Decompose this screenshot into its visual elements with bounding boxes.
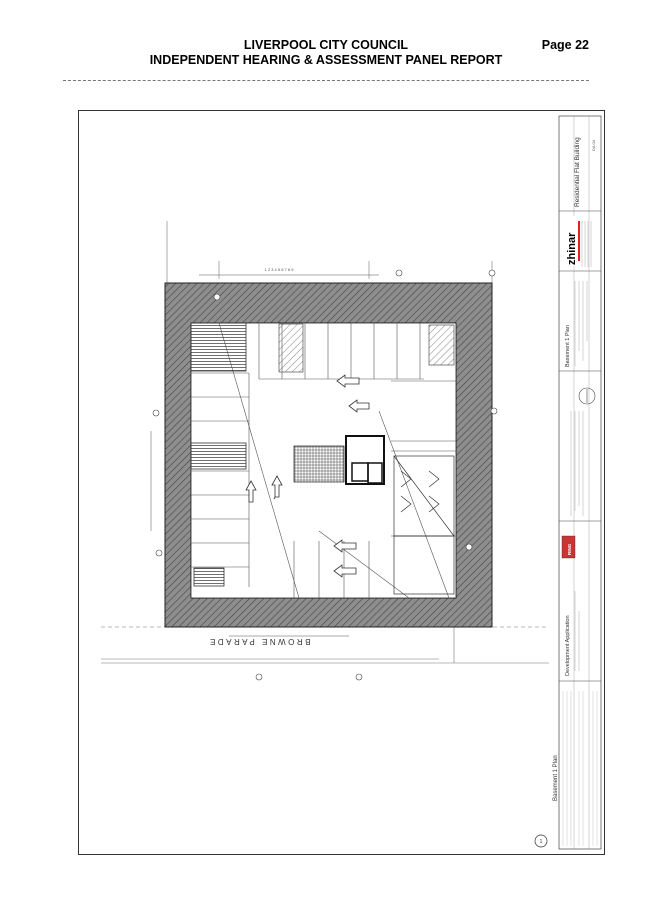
vehicle-ramp — [393, 455, 455, 595]
page-number: Page 22 — [541, 38, 589, 52]
drawing-number: DA 04 — [591, 139, 596, 151]
north-arrow: 1 — [534, 834, 548, 848]
firm-logo: zhinar — [563, 216, 580, 266]
firm-logo-text: zhinar — [566, 232, 578, 265]
stage-label: Development Application — [565, 615, 571, 676]
svg-text:1: 1 — [540, 839, 543, 845]
title-block: Residential Flat Building DA 04 zhinar B… — [558, 115, 602, 850]
report-header: LIVERPOOL CITY COUNCIL INDEPENDENT HEARI… — [0, 38, 652, 78]
architectural-drawing-sheet: 1 2 3 4 5 6 7 8 9 — [78, 110, 605, 855]
dimension-text-top: 1 2 3 4 5 6 7 8 9 — [265, 267, 295, 272]
basement-plan-drawing: 1 2 3 4 5 6 7 8 9 — [101, 115, 602, 850]
report-title: INDEPENDENT HEARING & ASSESSMENT PANEL R… — [149, 53, 503, 67]
project-name: Residential Flat Building — [574, 137, 581, 207]
header-divider — [63, 80, 589, 81]
street-name-label: BROWNE PARADE — [207, 637, 310, 646]
ring-badge-label: RING — [567, 543, 572, 555]
council-name: LIVERPOOL CITY COUNCIL — [243, 38, 409, 52]
grid-markers — [152, 269, 498, 681]
ring-badge: RING — [561, 535, 576, 559]
sheet-title: Basement 1 Plan — [565, 325, 571, 367]
plan-title-label: Basement 1 Plan — [553, 755, 559, 801]
stair-and-lift-core — [190, 322, 455, 587]
traffic-direction-arrows — [245, 374, 370, 578]
